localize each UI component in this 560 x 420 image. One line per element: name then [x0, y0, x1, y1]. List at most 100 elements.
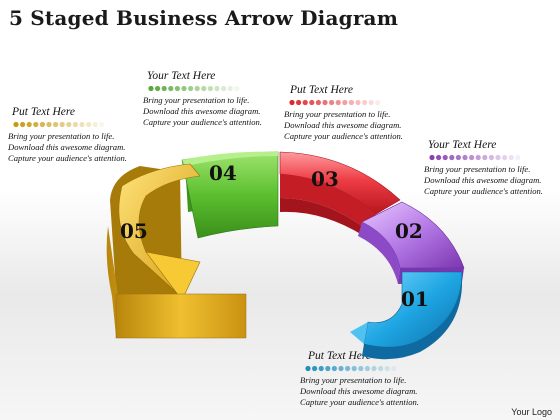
decor-dot	[53, 121, 59, 128]
decor-dot	[488, 154, 494, 161]
stage-number-05: 05	[120, 219, 148, 243]
text-block-stage-04: Your Text Here Bring your presentation t…	[143, 70, 262, 129]
decor-dot	[194, 85, 200, 92]
decor-dot	[207, 85, 213, 92]
decor-dot	[227, 85, 233, 92]
logo-text: Your Logo	[511, 407, 552, 417]
stage-03-side	[280, 174, 376, 232]
dot-row	[148, 85, 240, 92]
text-block-body: Bring your presentation to life. Downloa…	[143, 95, 262, 128]
decor-dot	[371, 365, 377, 372]
decor-dot	[296, 99, 302, 106]
decor-dot	[181, 85, 187, 92]
text-block-stage-01: Put Text Here Bring your presentation to…	[300, 350, 419, 409]
decor-dot	[342, 99, 348, 106]
dot-row	[305, 365, 397, 372]
decor-dot	[429, 154, 435, 161]
decor-dot	[384, 365, 390, 372]
stage-number-03: 03	[311, 167, 339, 191]
decor-dot	[174, 85, 180, 92]
decor-dot	[335, 99, 341, 106]
text-block-body: Bring your presentation to life. Downloa…	[424, 164, 543, 197]
stage-03-bottom	[280, 198, 370, 236]
stage-number-02: 02	[395, 219, 423, 243]
text-block-heading: Your Text Here	[428, 139, 497, 151]
text-block-heading: Your Text Here	[147, 70, 216, 82]
decor-dot	[338, 365, 344, 372]
stage-01-tip	[350, 322, 368, 344]
stage-segment-01	[350, 271, 463, 360]
dot-row	[429, 154, 521, 161]
decor-dot	[355, 99, 361, 106]
decor-dot	[161, 85, 167, 92]
dot-row	[13, 121, 105, 128]
decor-dot	[469, 154, 475, 161]
text-block-stage-05: Put Text Here Bring your presentation to…	[8, 106, 127, 165]
decor-dot	[188, 85, 194, 92]
decor-dot	[442, 154, 448, 161]
decor-dot	[148, 85, 154, 92]
decor-dot	[495, 154, 501, 161]
stage-04-top	[182, 151, 278, 166]
decor-dot	[378, 365, 384, 372]
decor-dot	[329, 99, 335, 106]
decor-dot	[168, 85, 174, 92]
dot-row	[289, 99, 381, 106]
decor-dot	[375, 99, 381, 106]
decor-dot	[39, 121, 45, 128]
decor-dot	[508, 154, 514, 161]
decor-dot	[364, 365, 370, 372]
decor-dot	[351, 365, 357, 372]
decor-dot	[33, 121, 39, 128]
decor-dot	[318, 365, 324, 372]
decor-dot	[221, 85, 227, 92]
decor-dot	[302, 99, 308, 106]
stage-01-bottom	[362, 272, 462, 360]
stage-05-arrowhead	[145, 251, 201, 301]
decor-dot	[79, 121, 85, 128]
decor-dot	[66, 121, 72, 128]
decor-dot	[20, 121, 26, 128]
decor-dot	[155, 85, 161, 92]
decor-dot	[449, 154, 455, 161]
decor-dot	[99, 121, 105, 128]
decor-dot	[502, 154, 508, 161]
decor-dot	[482, 154, 488, 161]
stage-number-01: 01	[401, 287, 429, 311]
stage-05-base	[115, 293, 247, 339]
decor-dot	[515, 154, 521, 161]
stage-segment-04	[181, 151, 279, 239]
decor-dot	[455, 154, 461, 161]
decor-dot	[368, 99, 374, 106]
text-block-body: Bring your presentation to life. Downloa…	[300, 375, 419, 408]
stage-02-side	[358, 222, 400, 284]
stage-01-face	[363, 271, 463, 348]
text-block-heading: Put Text Here	[12, 106, 76, 118]
text-block-stage-03: Put Text Here Bring your presentation to…	[284, 84, 403, 143]
decor-dot	[322, 99, 328, 106]
decor-dot	[475, 154, 481, 161]
decor-dot	[348, 99, 354, 106]
stage-05-top	[118, 163, 201, 293]
decor-dot	[462, 154, 468, 161]
text-block-heading: Put Text Here	[308, 350, 372, 362]
decor-dot	[26, 121, 32, 128]
decor-dot	[305, 365, 311, 372]
decor-dot	[86, 121, 92, 128]
decor-dot	[309, 99, 315, 106]
stage-segment-03	[279, 151, 401, 236]
decor-dot	[325, 365, 331, 372]
text-block-heading: Put Text Here	[290, 84, 354, 96]
decor-dot	[92, 121, 98, 128]
decor-dot	[201, 85, 207, 92]
decor-dot	[312, 365, 318, 372]
decor-dot	[358, 365, 364, 372]
text-block-body: Bring your presentation to life. Downloa…	[284, 109, 403, 142]
decor-dot	[234, 85, 240, 92]
page-title: 5 Staged Business Arrow Diagram	[9, 6, 399, 30]
decor-dot	[331, 365, 337, 372]
text-block-body: Bring your presentation to life. Downloa…	[8, 131, 127, 164]
stage-segment-05	[106, 163, 247, 339]
decor-dot	[13, 121, 19, 128]
